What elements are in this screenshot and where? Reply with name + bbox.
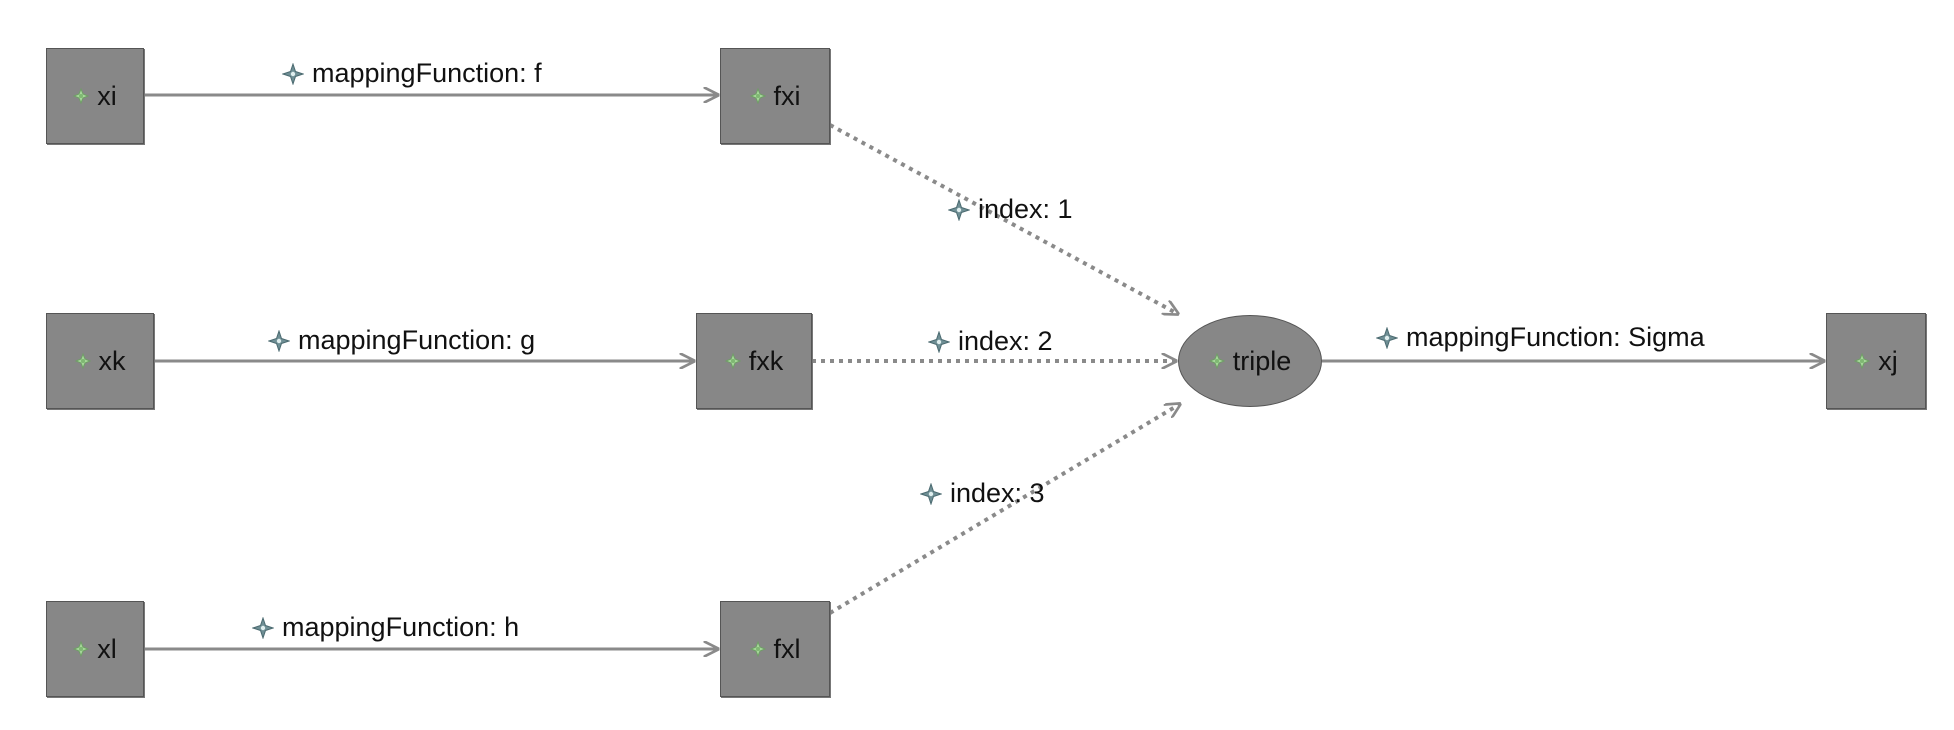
edge-label-fxl-triple: index: 3 — [920, 478, 1045, 509]
node-xi[interactable]: xi — [46, 48, 144, 144]
edge-property-icon — [252, 616, 274, 639]
edge-property-icon — [948, 198, 970, 221]
edge-label-text: mappingFunction: f — [312, 58, 542, 88]
edge-property-icon — [1376, 326, 1398, 349]
edge-label-text: mappingFunction: g — [298, 325, 536, 355]
edge-property-icon — [282, 62, 304, 85]
node-label: xi — [97, 80, 117, 111]
node-element-icon — [749, 641, 766, 657]
node-xk[interactable]: xk — [46, 313, 154, 409]
edge-label-fxi-triple: index: 1 — [948, 194, 1073, 225]
node-fxk[interactable]: fxk — [696, 313, 812, 409]
node-xl[interactable]: xl — [46, 601, 144, 697]
node-element-icon — [749, 88, 766, 104]
edge-label-text: index: 3 — [950, 478, 1045, 508]
edge-label-fxk-triple: index: 2 — [928, 326, 1053, 357]
node-label: xl — [97, 633, 117, 664]
edge-label-xi-fxi: mappingFunction: f — [282, 58, 542, 89]
node-element-icon — [724, 353, 741, 369]
edge-fxi-triple[interactable] — [829, 123, 1178, 314]
edge-property-icon — [268, 329, 290, 352]
node-element-icon — [1854, 353, 1871, 369]
edge-property-icon — [928, 330, 950, 353]
node-fxi[interactable]: fxi — [720, 48, 830, 144]
node-xj[interactable]: xj — [1826, 313, 1926, 409]
node-label: fxi — [773, 80, 801, 111]
node-triple[interactable]: triple — [1178, 315, 1322, 407]
edge-property-icon — [920, 482, 942, 505]
node-element-icon — [73, 88, 90, 104]
node-element-icon — [73, 641, 90, 657]
node-label: fxl — [773, 633, 801, 664]
node-label: xk — [98, 345, 126, 376]
node-label: triple — [1232, 345, 1292, 376]
edge-label-xk-fxk: mappingFunction: g — [268, 325, 535, 356]
edge-label-triple-xj: mappingFunction: Sigma — [1376, 322, 1705, 353]
node-element-icon — [74, 353, 91, 369]
edge-label-text: index: 1 — [978, 194, 1073, 224]
edge-label-text: mappingFunction: Sigma — [1406, 322, 1705, 352]
node-fxl[interactable]: fxl — [720, 601, 830, 697]
node-label: fxk — [748, 345, 784, 376]
edge-label-xl-fxl: mappingFunction: h — [252, 612, 519, 643]
edge-label-text: index: 2 — [958, 326, 1053, 356]
edge-label-text: mappingFunction: h — [282, 612, 520, 642]
node-label: xj — [1878, 345, 1898, 376]
node-element-icon — [1208, 353, 1225, 369]
